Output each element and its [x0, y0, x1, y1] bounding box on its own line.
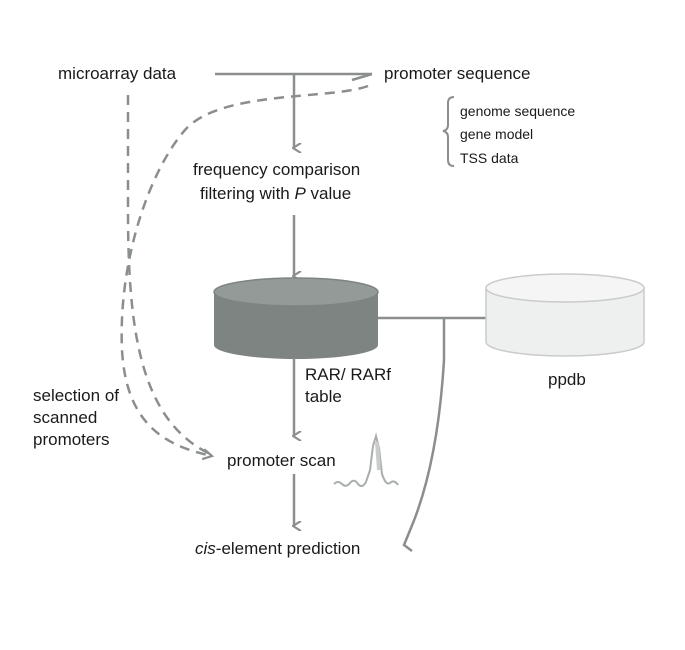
promoter-scan-label: promoter scan [227, 451, 336, 470]
filtering-suffix: value [305, 184, 352, 203]
merge-tail [351, 72, 373, 82]
dashed-selection-from-microarray [126, 95, 211, 456]
promoter-sequence-label: promoter sequence [384, 64, 531, 83]
signal-peak-icon [333, 432, 399, 488]
ppdb-feedback-line [402, 318, 446, 552]
dashed-selection-from-promoter-sequence [120, 84, 369, 456]
genome-sequence-label: genome sequence [460, 103, 576, 119]
gene-model-label: gene model [460, 126, 534, 142]
cis-element-prediction-label: cis-element prediction [195, 539, 360, 559]
frequency-comparison-label: frequency comparison [193, 160, 361, 179]
cis-suffix: -element prediction [215, 539, 361, 558]
p-symbol: P [294, 184, 306, 203]
filtering-prefix: filtering with [200, 184, 295, 203]
ppdb-label: ppdb [548, 370, 586, 389]
tss-data-label: TSS data [460, 150, 519, 166]
ppdb-database-icon [485, 273, 645, 357]
rar-table-label: RAR/ RARf table [305, 365, 391, 407]
sources-bracket [442, 96, 455, 167]
selection-label: selection of scanned promoters [33, 386, 119, 450]
cis-prefix: cis [195, 539, 216, 558]
rar-database-icon [213, 277, 379, 359]
filtering-label: filtering with P value [200, 184, 351, 204]
microarray-data-label: microarray data [58, 64, 177, 83]
